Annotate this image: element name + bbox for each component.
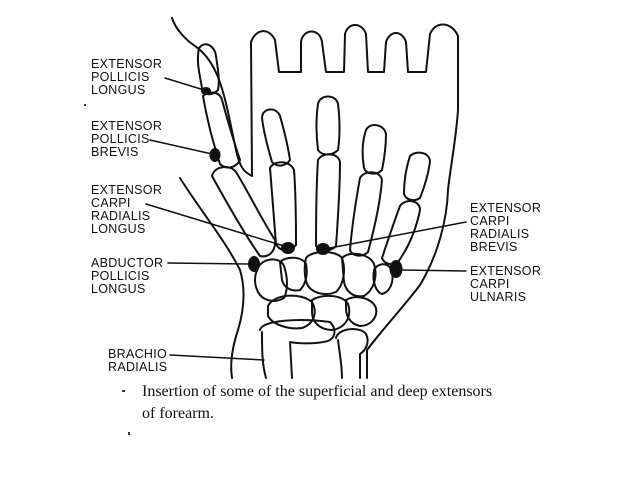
hand-outline <box>171 17 459 379</box>
ring-middle-phalanx <box>361 124 387 175</box>
carpal-lunate <box>311 294 351 331</box>
scan-speck <box>128 432 130 435</box>
leader-line-br <box>169 354 265 361</box>
leader-line-epb <box>149 139 213 155</box>
little-middle-phalanx <box>403 151 431 202</box>
forearm-left-edge <box>179 177 245 379</box>
ring-metacarpal <box>349 171 383 257</box>
insertion-dot-epb <box>209 148 221 162</box>
carpal-capitate <box>303 251 345 295</box>
leader-line-ecrl <box>145 203 285 247</box>
insertion-dot-apl <box>248 256 260 272</box>
middle-metacarpal <box>315 153 341 252</box>
carpal-trapezium <box>254 258 288 302</box>
thumb-proximal-phalanx <box>202 91 241 169</box>
caption-line-1: Insertion of some of the superficial and… <box>142 383 493 400</box>
label-extensor-carpi-radialis-longus: EXTENSOR CARPI RADIALIS LONGUS <box>91 183 163 236</box>
scan-speck <box>84 104 86 106</box>
thumb-distal-phalanx <box>196 43 220 96</box>
carpal-pisiform <box>372 263 394 295</box>
leader-line-epl <box>164 77 205 91</box>
insertion-dot-ecrb <box>316 243 330 255</box>
leader-line-apl <box>167 262 249 265</box>
carpal-trapezoid <box>279 256 308 292</box>
caption-line-2: of forearm. <box>142 405 214 422</box>
label-brachioradialis: BRACHIO RADIALIS <box>108 347 168 374</box>
insertion-dot-ecrl <box>281 242 295 254</box>
insertion-dot-epl <box>201 87 211 95</box>
carpal-triquetrum <box>345 296 378 327</box>
label-abductor-pollicis-longus: ABDUCTOR POLLICIS LONGUS <box>91 256 164 296</box>
label-extensor-pollicis-longus: EXTENSOR POLLICIS LONGUS <box>91 57 163 97</box>
leader-line-ecu <box>401 269 467 272</box>
index-middle-phalanx <box>261 108 291 167</box>
insertion-dot-ecu <box>389 260 403 278</box>
leader-line-ecrb <box>329 221 467 249</box>
scan-speck <box>122 390 125 392</box>
carpal-hamate <box>341 252 377 298</box>
ulna-head <box>335 328 369 379</box>
label-extensor-carpi-radialis-brevis: EXTENSOR CARPI RADIALIS BREVIS <box>470 201 542 254</box>
radius-head <box>259 319 336 379</box>
label-extensor-carpi-ulnaris: EXTENSOR CARPI ULNARIS <box>470 264 542 304</box>
index-metacarpal <box>269 161 297 252</box>
radius-shaft-left <box>261 331 267 379</box>
thumb-metacarpal <box>211 166 277 258</box>
label-extensor-pollicis-brevis: EXTENSOR POLLICIS BREVIS <box>91 119 163 159</box>
ulna-shaft-left <box>337 339 343 379</box>
middle-middle-phalanx <box>315 95 341 156</box>
figure-caption: Insertion of some of the superficial and… <box>142 381 492 425</box>
